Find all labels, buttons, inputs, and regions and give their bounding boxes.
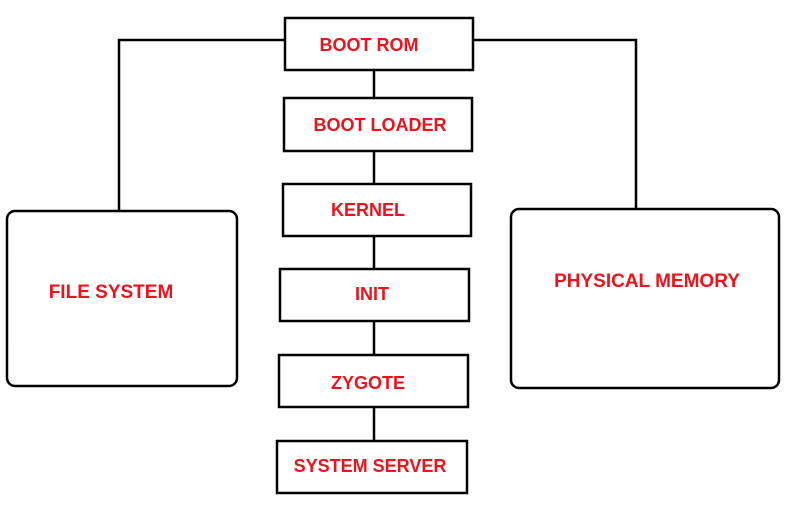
kernel-label: KERNEL bbox=[331, 200, 405, 220]
stack-boxes bbox=[275, 16, 475, 495]
zygote-box bbox=[277, 353, 470, 409]
file-system-box bbox=[5, 209, 239, 388]
connectors bbox=[117, 38, 638, 441]
init-box bbox=[278, 267, 471, 323]
boot-rom-label: BOOT ROM bbox=[320, 35, 419, 55]
system-server-box bbox=[275, 439, 469, 495]
file-system-label: FILE SYSTEM bbox=[49, 282, 174, 303]
boot-loader-box bbox=[282, 96, 474, 153]
boot-loader-label: BOOT LOADER bbox=[314, 115, 447, 135]
zygote-label: ZYGOTE bbox=[331, 373, 405, 393]
labels: BOOT ROM BOOT LOADER KERNEL INIT ZYGOTE … bbox=[49, 35, 741, 476]
kernel-box bbox=[281, 182, 473, 238]
connector-boot-rom-to-physical-memory bbox=[473, 38, 638, 209]
side-boxes bbox=[5, 207, 781, 390]
connector-boot-rom-to-file-system bbox=[117, 38, 285, 211]
init-label: INIT bbox=[355, 284, 389, 304]
system-server-label: SYSTEM SERVER bbox=[294, 456, 447, 476]
boot-rom-box bbox=[283, 16, 475, 72]
physical-memory-box bbox=[509, 207, 781, 390]
physical-memory-label: PHYSICAL MEMORY bbox=[554, 271, 740, 292]
